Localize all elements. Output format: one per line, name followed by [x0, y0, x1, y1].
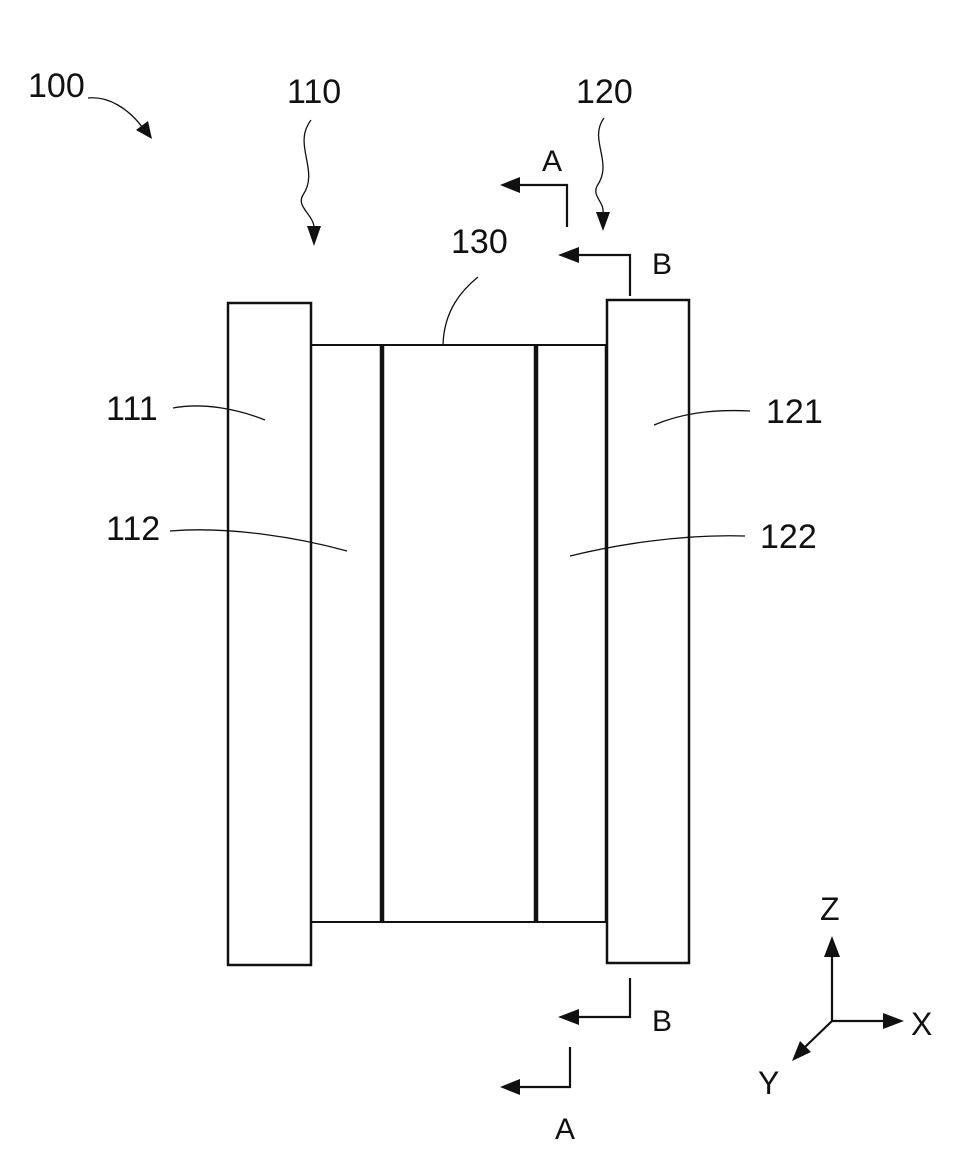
leader-second-unit [596, 118, 604, 212]
second-inner-layer [536, 345, 607, 922]
first-inner-layer [311, 345, 382, 922]
axis-z-label: Z [820, 891, 840, 927]
section-b-top-label: B [652, 248, 672, 281]
label-middle-layer: 130 [451, 223, 508, 261]
device-assembly [228, 300, 689, 965]
arrow-first-unit [307, 226, 321, 246]
leader-device [88, 98, 143, 128]
section-b-bottom-label: B [652, 1005, 672, 1038]
label-second-unit: 120 [576, 73, 633, 111]
section-a-top-line [520, 185, 567, 227]
leader-first-unit [301, 120, 314, 226]
axis-y-line [805, 1021, 832, 1047]
arrow-device [136, 121, 152, 139]
label-device: 100 [28, 67, 85, 105]
coordinate-axes: Z X Y [758, 891, 932, 1101]
section-a-top-label: A [542, 145, 562, 178]
axis-y-label: Y [758, 1065, 779, 1101]
section-a-bottom-label: A [555, 1113, 575, 1146]
label-second-layer: 122 [760, 518, 817, 556]
first-plate [228, 303, 311, 965]
section-b-top-line [579, 255, 630, 296]
second-plate [607, 300, 689, 963]
label-first-layer: 112 [106, 510, 160, 548]
leader-middle-layer [443, 277, 478, 345]
section-b-bottom-arrow [558, 1009, 579, 1025]
section-b-bottom-line [579, 978, 630, 1017]
label-first-plate: 111 [106, 390, 158, 428]
section-b-top-arrow [558, 247, 579, 263]
section-a-top-arrow [500, 177, 520, 193]
arrow-second-unit [596, 212, 610, 231]
axis-x-label: X [911, 1006, 932, 1042]
section-a-bottom-arrow [500, 1079, 520, 1095]
section-a-bottom-line [520, 1047, 570, 1087]
axis-z-arrow [824, 936, 840, 957]
axis-x-arrow [883, 1013, 904, 1029]
label-first-unit: 110 [287, 73, 341, 111]
label-second-plate: 121 [766, 393, 823, 431]
